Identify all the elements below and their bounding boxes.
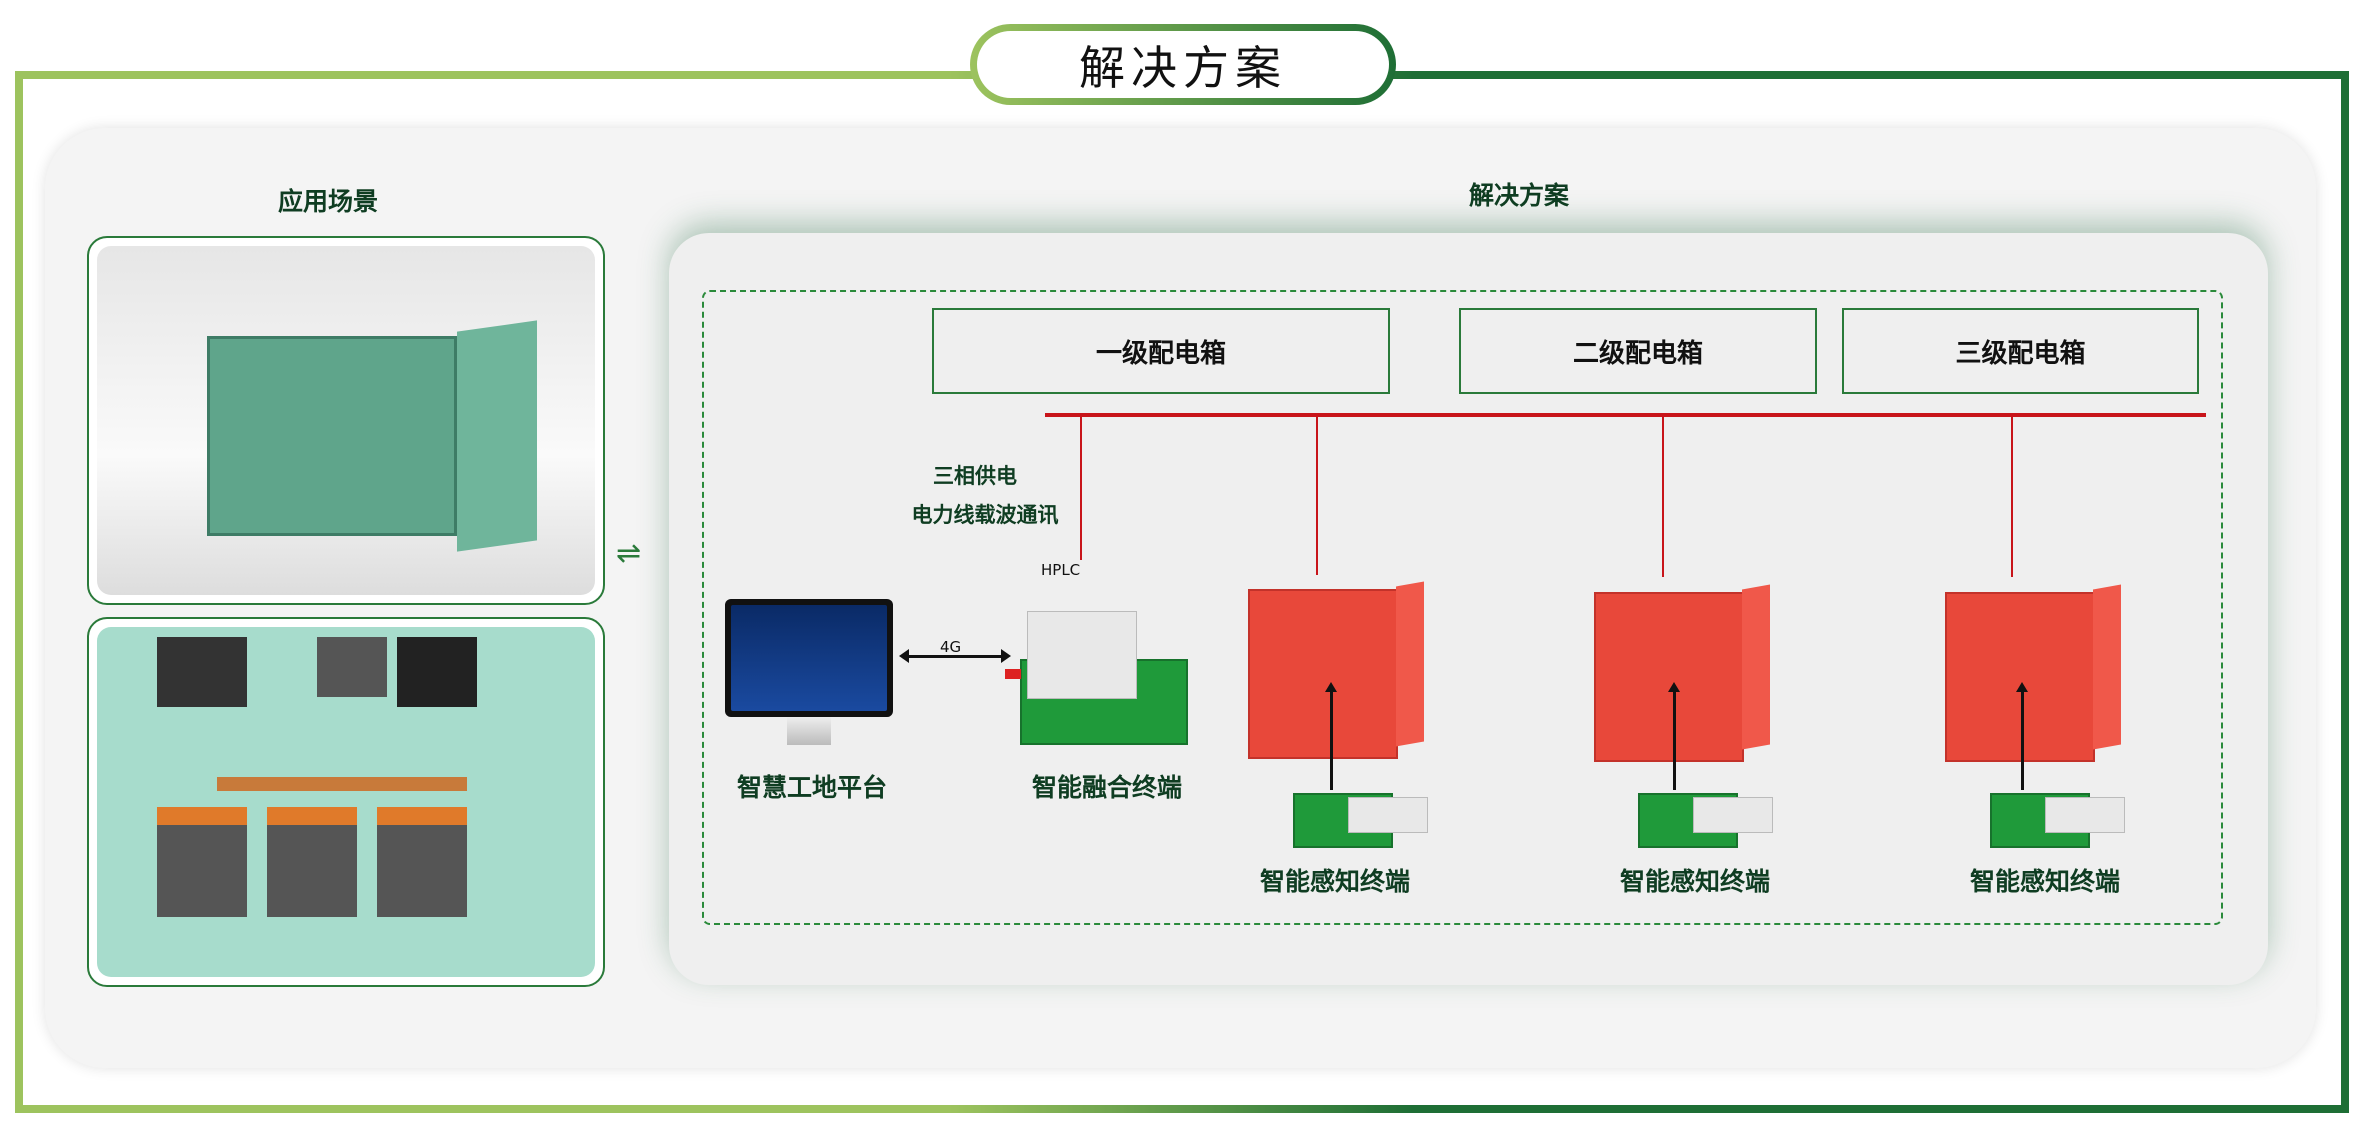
scenario-heading: 应用场景 xyxy=(277,187,379,216)
sensor-terminal-image-3 xyxy=(1990,785,2126,850)
solution-heading: 解决方案 xyxy=(1468,181,1570,210)
fusion-terminal-label: 智能融合终端 xyxy=(1031,773,1183,802)
monitor-image xyxy=(725,599,893,745)
bus-drop-3 xyxy=(2011,415,2013,577)
plc-label: 电力线载波通讯 xyxy=(911,503,1059,527)
bus-drop-2 xyxy=(1662,415,1664,577)
solution-dashed-box xyxy=(702,290,2223,925)
arrow-up-icon xyxy=(1668,682,1680,790)
level3-box: 三级配电箱 xyxy=(1842,308,2199,394)
green-cabinet-image xyxy=(207,336,457,536)
sensor-label-1: 智能感知终端 xyxy=(1259,867,1411,896)
bidirectional-arrow-icon xyxy=(899,649,1011,663)
link-4g-label: 4G xyxy=(940,638,962,656)
hplc-label: HPLC xyxy=(1041,561,1081,579)
bus-drop-1 xyxy=(1316,415,1318,575)
platform-label: 智慧工地平台 xyxy=(736,773,888,802)
fusion-terminal-image xyxy=(1005,609,1188,745)
level2-box: 二级配电箱 xyxy=(1459,308,1817,394)
arrow-up-icon xyxy=(2016,682,2028,790)
sensor-label-2: 智能感知终端 xyxy=(1619,867,1771,896)
sensor-terminal-image-2 xyxy=(1638,785,1774,850)
power-label: 三相供电 xyxy=(933,464,1017,488)
arrow-up-icon xyxy=(1325,682,1337,790)
sensor-terminal-image-1 xyxy=(1293,785,1429,850)
power-bus-line xyxy=(1045,413,2206,417)
bus-drop-fusion xyxy=(1080,415,1082,560)
scenario-image-interior xyxy=(87,617,605,987)
level1-box: 一级配电箱 xyxy=(932,308,1390,394)
scenario-image-cabinet xyxy=(87,236,605,605)
swap-arrows-icon: ⇌ xyxy=(616,536,642,571)
title-pill: 解决方案 xyxy=(970,24,1396,105)
page-title: 解决方案 xyxy=(977,31,1389,98)
sensor-label-3: 智能感知终端 xyxy=(1969,867,2121,896)
